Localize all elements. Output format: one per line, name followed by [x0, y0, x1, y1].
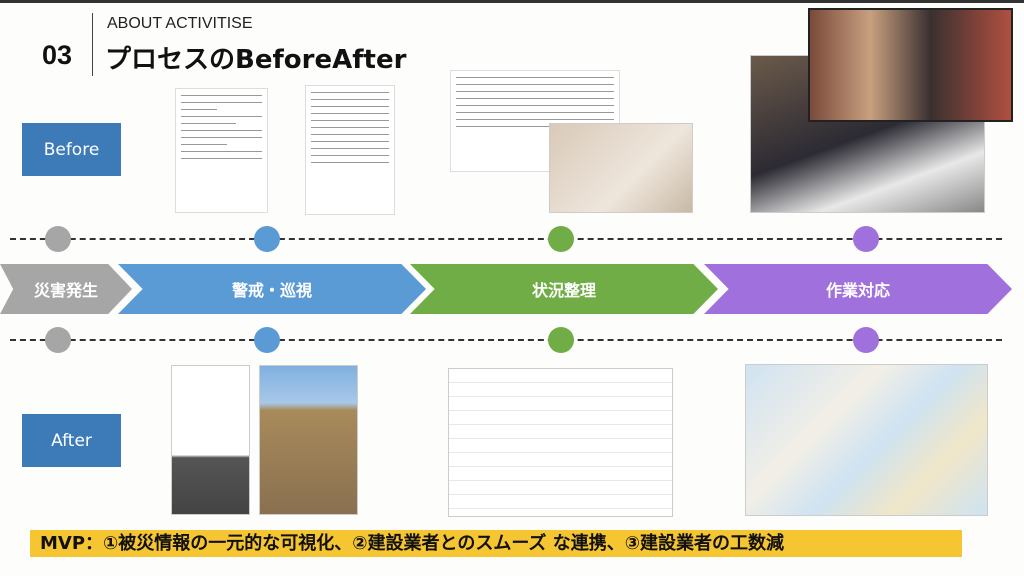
before-table-image [450, 70, 620, 172]
step-label: 災害発生 [33, 281, 98, 300]
step-arrow-organize: 状況整理 [410, 264, 718, 314]
step-label: 作業対応 [825, 281, 890, 300]
page-title: プロセスのBeforeAfter [105, 45, 407, 75]
before-report-form-image [305, 85, 395, 215]
before-map-work-photo [549, 123, 693, 213]
step-dot-4-top [853, 226, 879, 252]
after-label: After [22, 414, 121, 467]
timeline-dashed-line-top [10, 238, 1002, 240]
step-dot-3-bottom [548, 327, 574, 353]
step-label: 状況整理 [531, 281, 596, 300]
step-dot-1-top [45, 226, 71, 252]
before-hazard-form-image [175, 88, 268, 213]
before-label: Before [22, 123, 121, 176]
step-arrow-response: 作業対応 [704, 264, 1012, 314]
top-border [0, 0, 1024, 3]
after-field-photo [259, 365, 358, 515]
mvp-banner: MVP：①被災情報の一元的な可視化、②建設業者とのスムーズ な連携、③建設業者の… [30, 530, 962, 557]
section-number: 03 [42, 40, 73, 70]
divider [92, 13, 93, 76]
after-dashboard-screenshot [448, 368, 673, 517]
step-label: 警戒・巡視 [231, 281, 312, 300]
after-map-screenshot [745, 364, 988, 516]
step-arrow-disaster: 災害発生 [0, 264, 132, 314]
step-dot-2-bottom [254, 327, 280, 353]
section-subtitle: ABOUT ACTIVITISE [107, 15, 253, 32]
step-dot-4-bottom [853, 327, 879, 353]
timeline-dashed-line-bottom [10, 339, 1002, 341]
step-arrow-patrol: 警戒・巡視 [118, 264, 426, 314]
step-dot-3-top [548, 226, 574, 252]
step-dot-1-bottom [45, 327, 71, 353]
webcam-video-inset [808, 8, 1013, 122]
step-dot-2-top [254, 226, 280, 252]
after-mobile-app-screenshot [171, 365, 250, 515]
